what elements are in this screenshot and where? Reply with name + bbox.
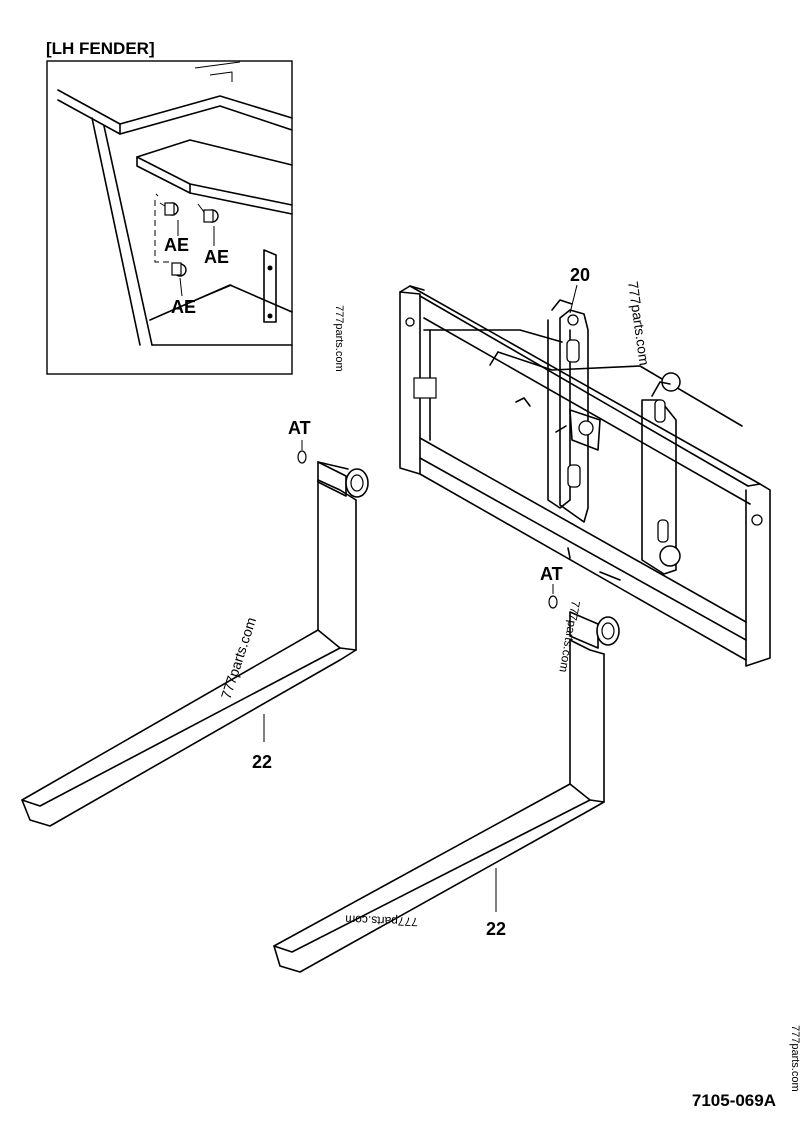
inset-frame xyxy=(46,60,293,375)
watermark: 777parts.com xyxy=(556,599,582,673)
ae-bolt-1 xyxy=(155,193,179,216)
watermark: 777parts.com xyxy=(789,1025,800,1092)
ae-bolt-3 xyxy=(171,262,187,277)
lh-fender-inset: [LH FENDER] xyxy=(46,39,293,375)
watermark: 777parts.com xyxy=(625,280,653,366)
callout-carriage: 20 xyxy=(570,265,590,285)
watermark: 777parts.com xyxy=(218,615,259,701)
watermark: 777parts.com xyxy=(333,305,345,372)
inset-title: [LH FENDER] xyxy=(46,39,155,58)
callout-ae-2: AE xyxy=(204,247,229,267)
callout-at-2: AT xyxy=(540,564,563,584)
callout-ae-1: AE xyxy=(164,235,189,255)
drawing-number: 7105-069A xyxy=(692,1091,776,1110)
callout-at-1: AT xyxy=(288,418,311,438)
fender-drawing xyxy=(57,61,293,346)
ae-bolt-2 xyxy=(197,203,219,223)
fork-right xyxy=(273,584,620,973)
watermark: 777parts.com xyxy=(345,912,418,929)
callout-fork-left: 22 xyxy=(252,752,272,772)
fork-carriage xyxy=(399,284,771,667)
fork-left xyxy=(21,440,369,827)
callout-fork-right: 22 xyxy=(486,919,506,939)
callout-ae-3: AE xyxy=(171,297,196,317)
